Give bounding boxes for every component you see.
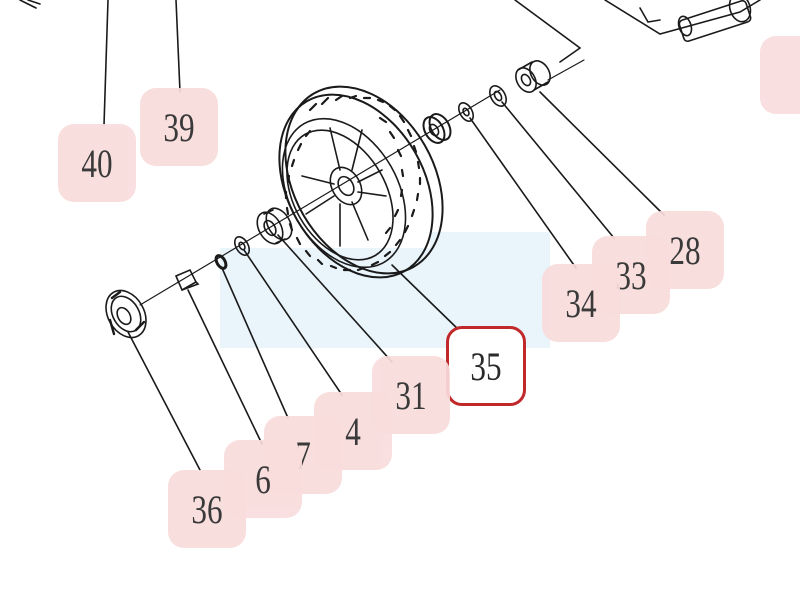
upper-assembly-fragment bbox=[19, 0, 761, 63]
part-35-wheel bbox=[278, 85, 444, 279]
leader-33 bbox=[501, 101, 615, 239]
part-31-bearing bbox=[256, 207, 293, 245]
part-7-washer bbox=[214, 254, 228, 270]
callout-label: 6 bbox=[255, 456, 271, 502]
part-34-nut bbox=[422, 113, 452, 144]
part-4-washer bbox=[233, 236, 251, 256]
callout-35-selected[interactable]: 35 bbox=[446, 326, 526, 406]
callout-34[interactable]: 34 bbox=[542, 264, 620, 342]
callout-40[interactable]: 40 bbox=[58, 124, 136, 202]
leader-4 bbox=[243, 249, 343, 396]
leader-6 bbox=[187, 289, 263, 445]
leader-31 bbox=[277, 234, 393, 363]
watermark-band bbox=[430, 232, 550, 272]
callout-39[interactable]: 39 bbox=[140, 88, 218, 166]
leader-28 bbox=[539, 91, 665, 216]
callout-label: 4 bbox=[345, 408, 361, 454]
callout-label: 35 bbox=[470, 343, 502, 389]
leader-40 bbox=[103, 0, 109, 126]
callout-label: 39 bbox=[163, 104, 195, 150]
callout-label: 36 bbox=[191, 486, 223, 532]
leader-35 bbox=[391, 264, 463, 334]
callout-offscreen bbox=[760, 36, 800, 114]
part-washer-outer bbox=[489, 85, 507, 107]
part-36-hubcap bbox=[105, 289, 147, 339]
callout-label: 40 bbox=[81, 140, 113, 186]
callout-label: 34 bbox=[565, 280, 597, 326]
part-33-washer bbox=[457, 102, 475, 122]
leader-7 bbox=[221, 267, 289, 419]
callout-36[interactable]: 36 bbox=[168, 470, 246, 548]
leader-39 bbox=[175, 0, 181, 93]
callout-label: 28 bbox=[669, 227, 701, 273]
leader-36 bbox=[127, 331, 201, 471]
leader-34 bbox=[469, 117, 577, 269]
callout-label: 33 bbox=[615, 252, 647, 298]
callout-label: 31 bbox=[395, 372, 427, 418]
part-28-spacer bbox=[515, 60, 551, 93]
part-6-bolt bbox=[174, 268, 200, 292]
